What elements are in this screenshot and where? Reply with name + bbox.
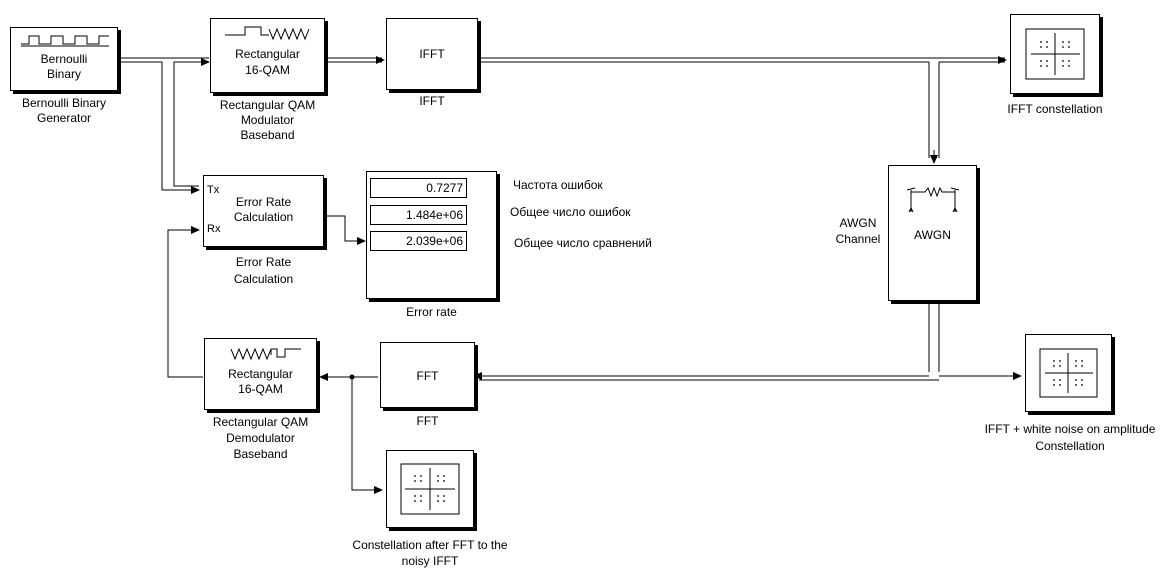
constellation-icon <box>1039 348 1098 398</box>
line-awgn-to-fft <box>479 375 939 381</box>
ifft-block[interactable]: IFFT <box>386 18 478 90</box>
bernoulli-block-text-1: Bernoulli <box>40 52 88 66</box>
qam-mod-label-3: Baseband <box>240 128 295 142</box>
ifft-block-text: IFFT <box>419 47 445 61</box>
bernoulli-block-text-2: Binary <box>46 67 81 81</box>
line-ifft-to-scope <box>478 57 1005 63</box>
awgn-block-text: AWGN <box>914 228 951 242</box>
rx-port-label: Rx <box>207 223 221 235</box>
demodulation-wave-icon <box>230 347 301 361</box>
pulse-train-icon <box>21 35 109 47</box>
constellation-icon <box>1025 28 1085 80</box>
noise-scope-label-2: Constellation <box>1035 439 1105 453</box>
awgn-label-2: Channel <box>835 232 881 246</box>
line-mod-to-ifft <box>325 57 382 63</box>
error-count-row-label: Общее число ошибок <box>510 205 631 219</box>
error-rate-calculation-block[interactable]: Tx Rx Error Rate Calculation <box>203 175 324 247</box>
comparisons-row-label: Общее число сравнений <box>514 236 652 250</box>
ifft-label: IFFT <box>419 94 445 108</box>
qam-demod-label-2: Demodulator <box>226 431 295 445</box>
awgn-label-1: AWGN <box>839 216 877 230</box>
fft-constellation-scope[interactable] <box>386 450 474 528</box>
fft-scope-label-2: noisy IFFT <box>401 554 459 568</box>
display-value-3: 2.039e+06 <box>370 231 467 251</box>
bernoulli-label-2: Generator <box>36 111 92 125</box>
error-rate-display-block[interactable]: 0.7277 1.484e+06 2.039e+06 <box>366 171 497 299</box>
noise-scope-label-1: IFFT + white noise on amplitude <box>984 422 1156 436</box>
branch-point <box>349 374 355 380</box>
display-value-1: 0.7277 <box>370 178 467 198</box>
fft-block[interactable]: FFT <box>380 342 475 408</box>
qam-mod-label-1: Rectangular QAM <box>219 98 316 112</box>
qam-modulator-block[interactable]: Rectangular 16-QAM <box>210 18 325 93</box>
line-awgn-out <box>928 303 940 372</box>
qam-demod-label-1: Rectangular QAM <box>212 415 309 429</box>
qam-demodulator-block[interactable]: Rectangular 16-QAM <box>204 338 317 410</box>
noise-constellation-scope[interactable] <box>1025 334 1112 412</box>
fft-block-text: FFT <box>416 369 439 383</box>
tx-port-label: Tx <box>207 184 220 196</box>
line-errcalc-to-display <box>324 215 366 245</box>
qam-demod-text-2: 16-QAM <box>238 382 283 396</box>
line-branch-to-fft-scope <box>351 377 383 494</box>
awgn-channel-icon <box>906 186 960 213</box>
error-display-label: Error rate <box>406 305 457 319</box>
error-calc-text-1: Error Rate <box>235 195 292 209</box>
ifft-constellation-scope[interactable] <box>1010 14 1100 94</box>
fft-scope-label-1: Constellation after FFT to the <box>352 538 508 552</box>
constellation-icon <box>400 463 460 515</box>
qam-mod-label-2: Modulator <box>240 113 295 127</box>
qam-mod-text-1: Rectangular <box>235 47 300 61</box>
error-rate-row-label: Частота ошибок <box>513 178 603 192</box>
line-demod-to-rx <box>167 226 203 378</box>
line-branch-to-awgn <box>928 62 940 158</box>
fft-label: FFT <box>416 414 439 428</box>
error-calc-text-2: Calculation <box>233 210 294 224</box>
modulation-wave-icon <box>225 26 310 41</box>
error-calc-label-1: Error Rate <box>235 255 292 269</box>
ifft-scope-label: IFFT constellation <box>1007 102 1103 116</box>
error-calc-label-2: Calculation <box>233 272 294 286</box>
awgn-channel-block[interactable]: AWGN <box>888 165 977 301</box>
display-value-2: 1.484e+06 <box>370 205 467 225</box>
bernoulli-label-1: Bernoulli Binary <box>21 96 107 110</box>
qam-demod-label-3: Baseband <box>233 447 288 461</box>
bernoulli-binary-block[interactable]: Bernoulli Binary <box>10 27 118 91</box>
qam-demod-text-1: Rectangular <box>228 367 293 381</box>
qam-mod-text-2: 16-QAM <box>245 63 290 77</box>
line-branch-to-tx <box>161 62 200 194</box>
